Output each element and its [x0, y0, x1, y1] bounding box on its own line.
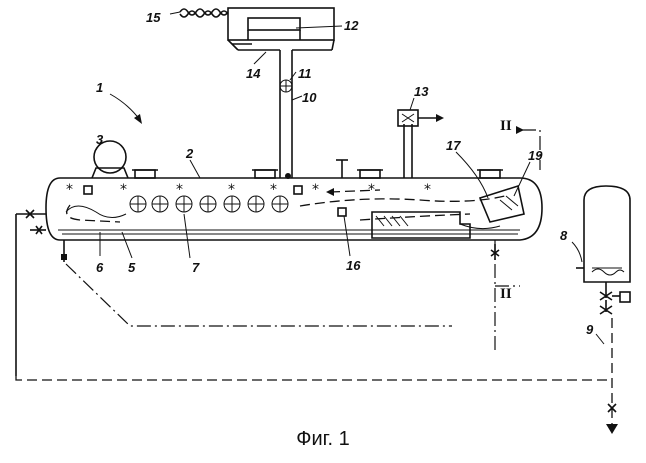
label-8: 8: [560, 228, 568, 243]
svg-text:*: *: [270, 182, 277, 198]
section-mark-bottom: II: [500, 286, 512, 302]
label-10: 10: [302, 90, 317, 105]
conveyor-loop: [66, 205, 126, 222]
label-13: 13: [414, 84, 429, 99]
label-5: 5: [128, 260, 136, 275]
label-3: 3: [96, 132, 104, 147]
label-6: 6: [96, 260, 104, 275]
left-pipe: [16, 210, 67, 376]
return-line: [16, 264, 612, 380]
airflow: [300, 188, 505, 220]
label-2: 2: [185, 146, 194, 161]
svg-text:*: *: [312, 182, 319, 198]
thermometer: [336, 160, 348, 178]
label-1: 1: [96, 80, 103, 95]
figure-caption: Фиг. 1: [0, 428, 646, 451]
fan-rotors: [130, 196, 288, 212]
svg-text:*: *: [424, 182, 431, 198]
label-11: 11: [298, 66, 312, 81]
label-19: 19: [528, 148, 543, 163]
drain-9: [606, 318, 618, 434]
section-mark-top: II: [500, 118, 512, 134]
label-9: 9: [586, 322, 594, 337]
label-17: 17: [446, 138, 461, 153]
side-tank-8: [576, 186, 630, 314]
label-16: 16: [346, 258, 361, 273]
part-labels: 1 2 3 5 6 7 8 9 10 11 12 13 14 15 16 17 …: [96, 10, 594, 337]
label-15: 15: [146, 10, 161, 25]
label-14: 14: [246, 66, 261, 81]
svg-text:*: *: [66, 182, 73, 198]
label-7: 7: [192, 260, 200, 275]
svg-text:*: *: [120, 182, 127, 198]
top-unit: [180, 8, 334, 50]
svg-text:*: *: [176, 182, 183, 198]
vessel-nozzles: [132, 170, 503, 178]
exhaust-fan-13: [398, 110, 444, 178]
label-12: 12: [344, 18, 359, 33]
